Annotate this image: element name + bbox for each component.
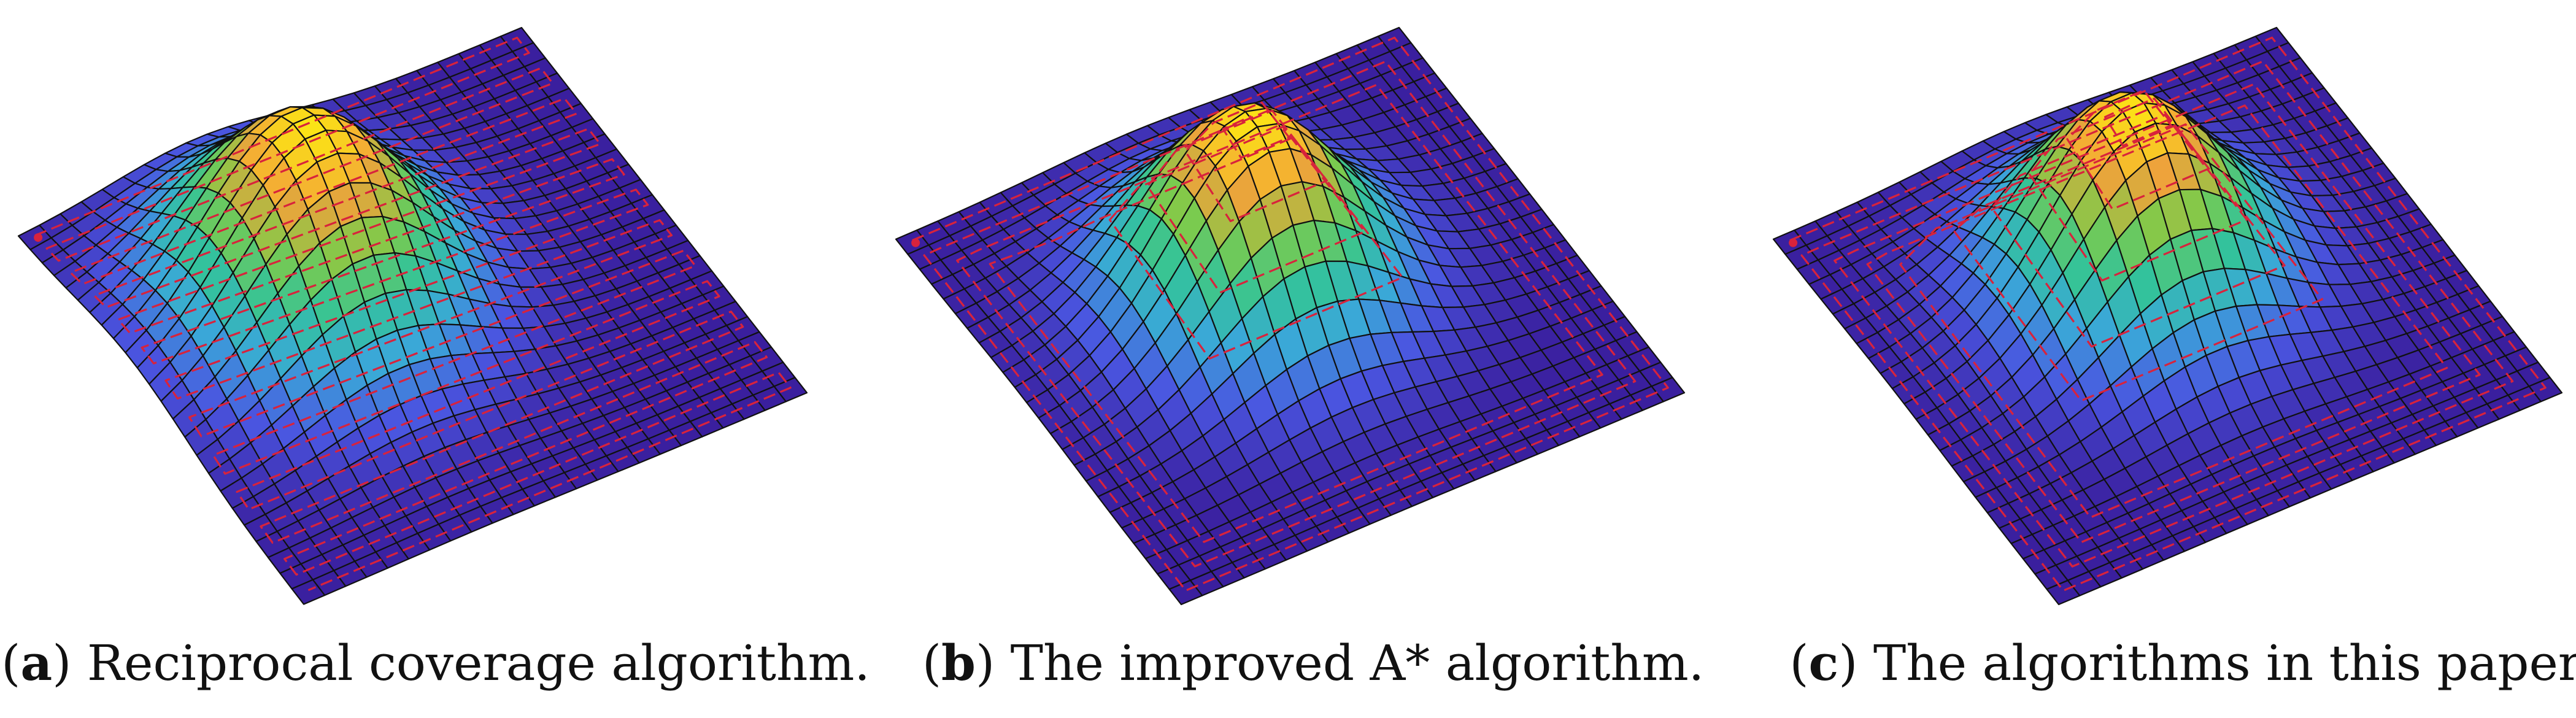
path-start-marker <box>911 238 920 247</box>
subfigure-a: (a) Reciprocal coverage algorithm. <box>0 0 871 718</box>
caption-letter-a: a <box>20 634 53 692</box>
path-start-marker <box>1789 238 1798 247</box>
surface-plot-b <box>895 26 1686 606</box>
surface-cell <box>291 579 326 605</box>
caption-c: (c) The algorithms in this paper. <box>1755 632 2576 694</box>
surface-mesh <box>1772 26 2563 606</box>
caption-b: (b) The improved A* algorithm. <box>922 634 1705 692</box>
caption-letter-c: c <box>1808 634 1839 692</box>
surface-mesh <box>895 26 1686 606</box>
path-start-marker <box>34 233 43 242</box>
subfigure-b: (b) The improved A* algorithm. <box>877 0 1749 718</box>
surface-plot-a <box>17 26 808 605</box>
caption-text-b: The improved A* algorithm. <box>1010 635 1705 692</box>
caption-text-a: Reciprocal coverage algorithm. <box>87 635 870 692</box>
coverage-path <box>1789 36 2547 592</box>
surface-mesh <box>17 26 808 605</box>
caption-letter-b: b <box>941 634 976 692</box>
subfigure-c: (c) The algorithms in this paper. <box>1755 0 2576 718</box>
caption-text-c: The algorithms in this paper. <box>1873 635 2576 692</box>
surface-plot-c <box>1772 26 2563 606</box>
caption-a: (a) Reciprocal coverage algorithm. <box>1 634 870 692</box>
